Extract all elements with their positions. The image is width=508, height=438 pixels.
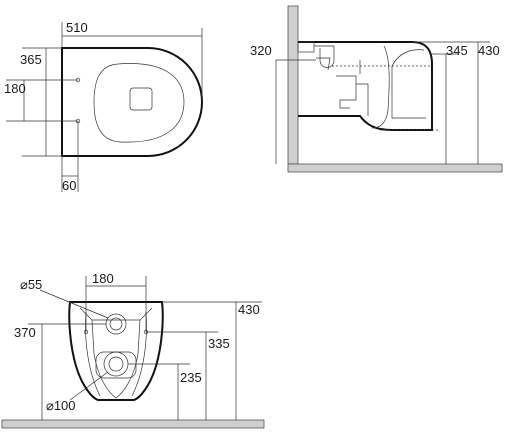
top-view: 510 365 180 60 xyxy=(4,20,203,193)
inlet-detail xyxy=(314,45,335,68)
outlet-diameter-leader xyxy=(39,289,109,319)
inner-bowl-line xyxy=(371,45,390,129)
front-lower-height-label: 235 xyxy=(180,370,202,385)
bowl-profile xyxy=(298,41,433,131)
side-floor xyxy=(287,163,503,173)
front-total-height-label: 430 xyxy=(238,302,260,317)
bowl-outline-top xyxy=(61,47,203,157)
front-view: ⌀55 180 430 370 335 235 ⌀100 xyxy=(1,271,265,429)
front-spacing-label: 180 xyxy=(92,271,114,286)
total-height-label: 430 xyxy=(478,43,500,58)
depth-label: 365 xyxy=(20,52,42,67)
outlet-diameter-label: ⌀55 xyxy=(20,277,42,292)
seat-oval xyxy=(93,63,185,143)
bowl-height-label: 345 xyxy=(446,43,468,58)
front-left-height-label: 370 xyxy=(14,325,36,340)
hinge-plate xyxy=(129,87,153,111)
side-wall xyxy=(287,5,299,165)
width-label: 510 xyxy=(66,20,88,35)
bowl-front-outline xyxy=(68,301,164,401)
waste-outlet-inner xyxy=(108,356,124,372)
bolt-offset-label: 60 xyxy=(62,178,76,193)
front-upper-height-label: 335 xyxy=(208,336,230,351)
waste-diameter-label: ⌀100 xyxy=(46,398,76,413)
waste-diameter-leader xyxy=(69,371,109,401)
trap-detail xyxy=(336,75,357,109)
top-outlet-outer xyxy=(105,313,127,335)
front-floor xyxy=(1,419,265,429)
top-outlet-inner xyxy=(109,317,123,331)
inlet-height-label: 320 xyxy=(250,43,272,58)
side-view: 320 345 430 xyxy=(250,5,503,173)
bolt-spacing-label: 180 xyxy=(4,81,26,96)
